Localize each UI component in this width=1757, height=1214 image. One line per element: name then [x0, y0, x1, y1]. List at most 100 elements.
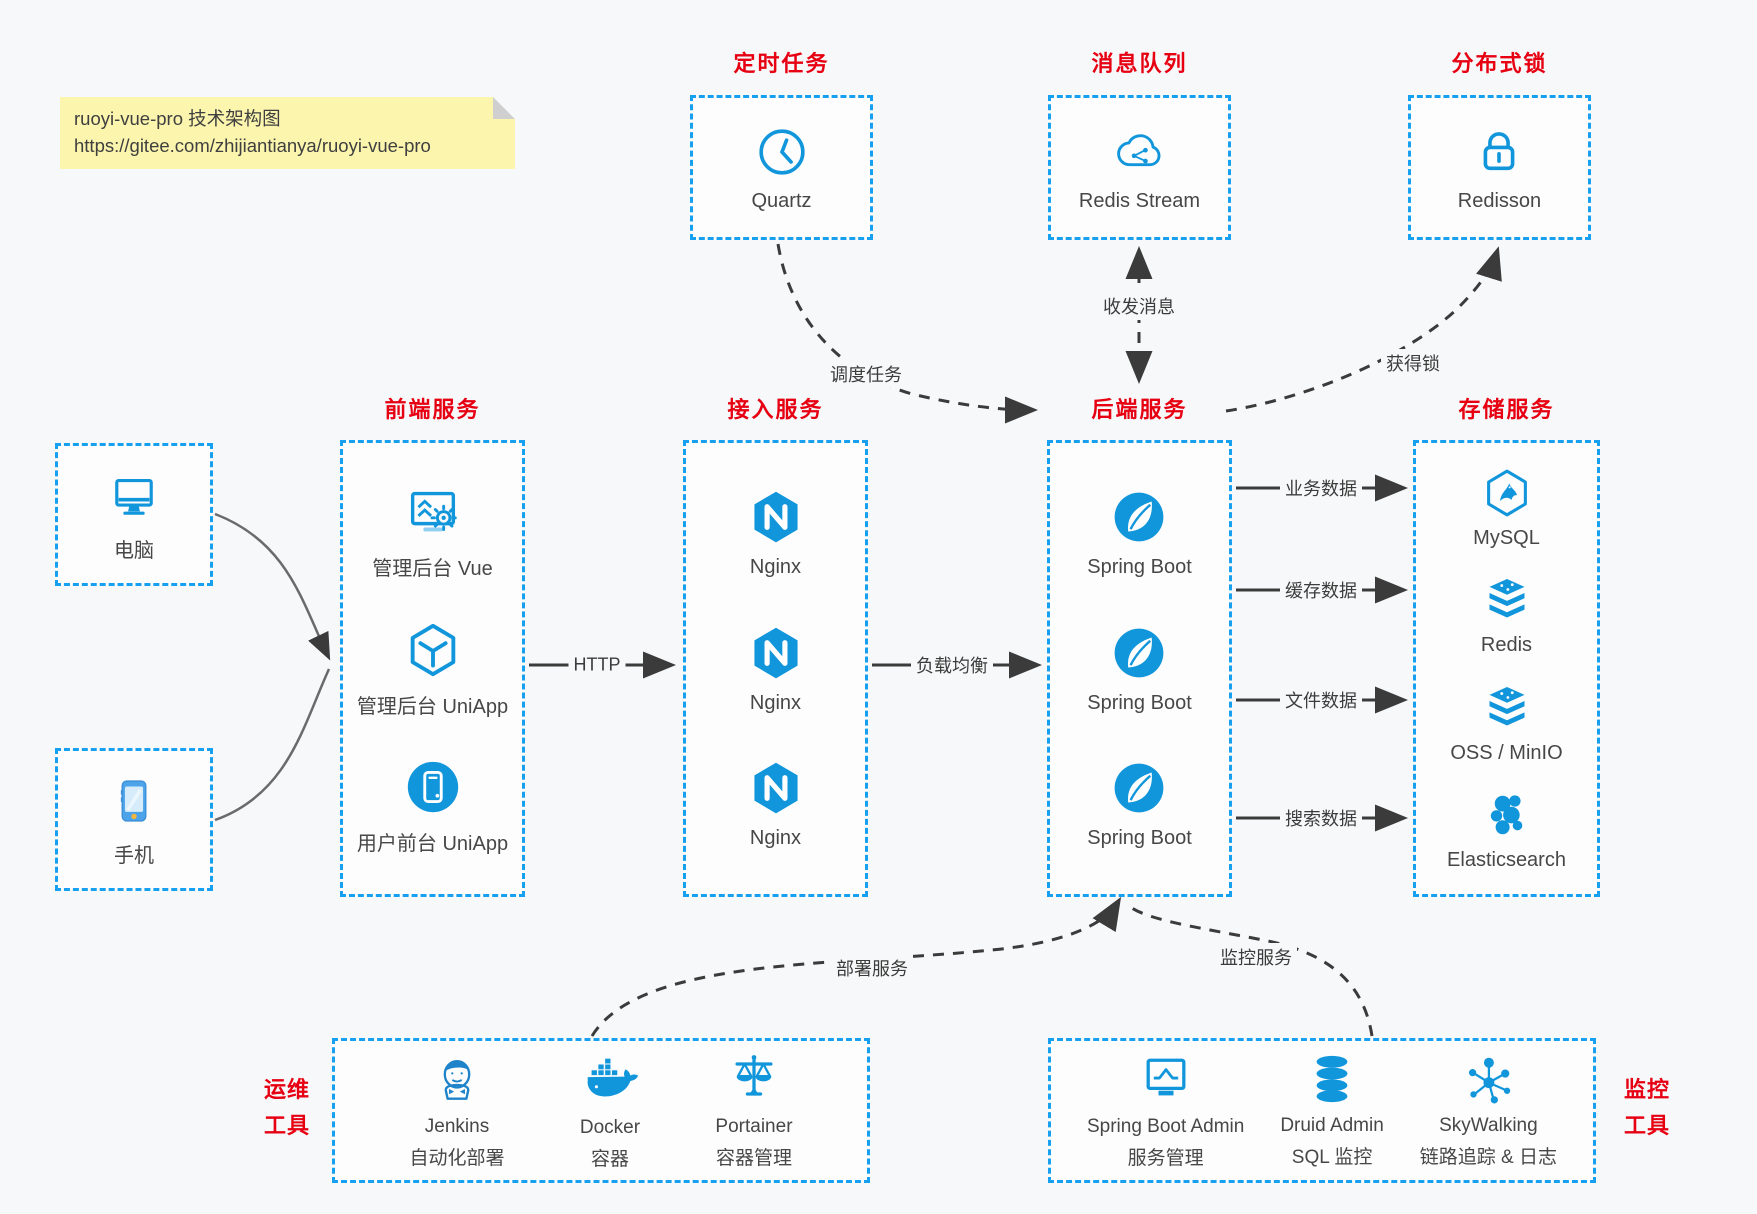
node-label: Spring Boot [1087, 827, 1192, 850]
node-pc: 电脑 [105, 467, 163, 563]
node-label: Redis [1480, 634, 1533, 657]
node-label: SkyWalking [1439, 1114, 1538, 1136]
node-spring-boot-3: Spring Boot [1087, 758, 1192, 850]
node-spring-boot-1: Spring Boot [1087, 487, 1192, 579]
node-label: Redis Stream [1078, 189, 1201, 212]
node-admin-vue: 管理后台 Vue [372, 481, 493, 581]
node-spring-boot-admin: Spring Boot Admin 服务管理 [1087, 1049, 1244, 1173]
uniapp-phone-icon [402, 756, 464, 818]
box-frontend-services: 管理后台 Vue 管理后台 UniApp 用户前台 UniApp [340, 440, 525, 897]
cloud-message-icon [1111, 123, 1169, 181]
edge-label-monitor-service: 监控服务 [1215, 943, 1297, 971]
edge-label-load-balance: 负载均衡 [911, 651, 993, 679]
group-title-access: 接入服务 [727, 397, 824, 422]
jenkins-icon [427, 1049, 487, 1109]
box-distributed-lock: Redisson [1408, 95, 1591, 240]
node-sublabel: SQL 监控 [1291, 1146, 1373, 1168]
edge-label-http: HTTP [568, 653, 626, 677]
node-sublabel: 服务管理 [1127, 1147, 1204, 1169]
node-label: 管理后台 UniApp [356, 695, 509, 718]
node-label: Portainer [715, 1115, 793, 1137]
spring-boot-admin-icon [1136, 1049, 1196, 1109]
node-label: 手机 [114, 844, 154, 867]
node-label: Quartz [751, 189, 812, 212]
node-label: 用户前台 UniApp [356, 833, 509, 856]
edge-label-search-data: 搜索数据 [1280, 804, 1362, 832]
node-user-uniapp: 用户前台 UniApp [357, 756, 508, 856]
nginx-icon [746, 623, 806, 683]
node-label: 管理后台 Vue [372, 557, 493, 580]
note-title: ruoyi-vue-pro 技术架构图 [74, 108, 281, 129]
node-label: Spring Boot [1087, 555, 1192, 578]
node-portainer: Portainer 容器管理 [715, 1049, 793, 1173]
node-label: Druid Admin [1280, 1114, 1384, 1136]
edge-label-acquire-lock: 获得锁 [1381, 349, 1445, 377]
node-admin-uniapp: 管理后台 UniApp [357, 619, 508, 719]
node-nginx-1: Nginx [746, 487, 806, 579]
box-client-mobile: 手机 [55, 748, 213, 891]
druid-icon [1303, 1050, 1361, 1108]
node-elasticsearch: Elasticsearch [1447, 787, 1566, 872]
node-label: Nginx [749, 827, 802, 850]
edge-label-file-data: 文件数据 [1280, 686, 1362, 714]
box-access-services: Nginx Nginx Nginx [683, 440, 868, 897]
desktop-icon [105, 467, 163, 525]
node-redis-stream: Redis Stream [1079, 123, 1200, 213]
node-mysql: MySQL [1473, 465, 1540, 550]
skywalking-icon [1459, 1050, 1517, 1108]
node-oss-minio: OSS / MinIO [1450, 680, 1563, 765]
clock-icon [753, 123, 811, 181]
box-monitor-tools: Spring Boot Admin 服务管理 Druid Admin SQL 监… [1048, 1038, 1596, 1183]
edge-pc-to-frontend [214, 512, 331, 661]
node-label: OSS / MinIO [1450, 741, 1563, 764]
node-spring-boot-2: Spring Boot [1087, 623, 1192, 715]
box-client-pc: 电脑 [55, 443, 213, 586]
node-label: Spring Boot [1087, 691, 1192, 714]
node-label: 电脑 [114, 539, 154, 562]
node-label: Elasticsearch [1447, 848, 1566, 871]
node-sublabel: 容器 [590, 1148, 629, 1170]
node-sublabel: 容器管理 [715, 1147, 792, 1169]
node-label: Nginx [749, 691, 802, 714]
group-title-scheduled-tasks: 定时任务 [733, 51, 830, 76]
oss-minio-icon [1479, 680, 1535, 736]
node-sublabel: 自动化部署 [409, 1147, 505, 1169]
node-mobile: 手机 [105, 772, 163, 868]
node-redisson: Redisson [1458, 123, 1541, 213]
node-skywalking: SkyWalking 链路追踪 & 日志 [1420, 1050, 1557, 1172]
edge-label-deploy-service: 部署服务 [831, 954, 913, 982]
edge-monitor-service-arrow [1128, 904, 1374, 1037]
docker-icon [579, 1048, 641, 1110]
node-label: MySQL [1473, 527, 1540, 550]
lock-icon [1470, 123, 1528, 181]
node-docker: Docker 容器 [579, 1048, 641, 1174]
box-storage-services: MySQL Redis OSS / MinIO Elasticsearch [1413, 440, 1600, 897]
sticky-note: ruoyi-vue-pro 技术架构图 https://gitee.com/zh… [60, 97, 515, 169]
node-redis: Redis [1479, 572, 1535, 657]
node-sublabel: 链路追踪 & 日志 [1419, 1146, 1558, 1168]
admin-vue-icon [402, 481, 464, 543]
spring-boot-icon [1109, 623, 1169, 683]
spring-boot-icon [1109, 487, 1169, 547]
edge-schedule-task-arrow [776, 243, 1038, 424]
node-label: Nginx [749, 555, 802, 578]
edge-label-cache-data: 缓存数据 [1280, 576, 1362, 604]
edge-phone-to-frontend [214, 668, 331, 822]
elasticsearch-icon [1479, 787, 1535, 843]
node-nginx-2: Nginx [746, 623, 806, 715]
box-scheduled-tasks: Quartz [690, 95, 873, 240]
group-title-message-queue: 消息队列 [1091, 51, 1188, 76]
box-message-queue: Redis Stream [1048, 95, 1231, 240]
mysql-icon [1479, 465, 1535, 521]
group-title-frontend: 前端服务 [384, 397, 481, 422]
node-nginx-3: Nginx [746, 758, 806, 850]
uniapp-cube-icon [402, 619, 464, 681]
edge-label-schedule-task: 调度任务 [825, 360, 907, 388]
node-quartz: Quartz [751, 123, 812, 213]
node-druid-admin: Druid Admin SQL 监控 [1280, 1050, 1384, 1172]
group-title-distributed-lock: 分布式锁 [1451, 51, 1548, 76]
nginx-icon [746, 487, 806, 547]
group-title-storage: 存储服务 [1458, 397, 1555, 422]
node-jenkins: Jenkins 自动化部署 [409, 1049, 504, 1173]
